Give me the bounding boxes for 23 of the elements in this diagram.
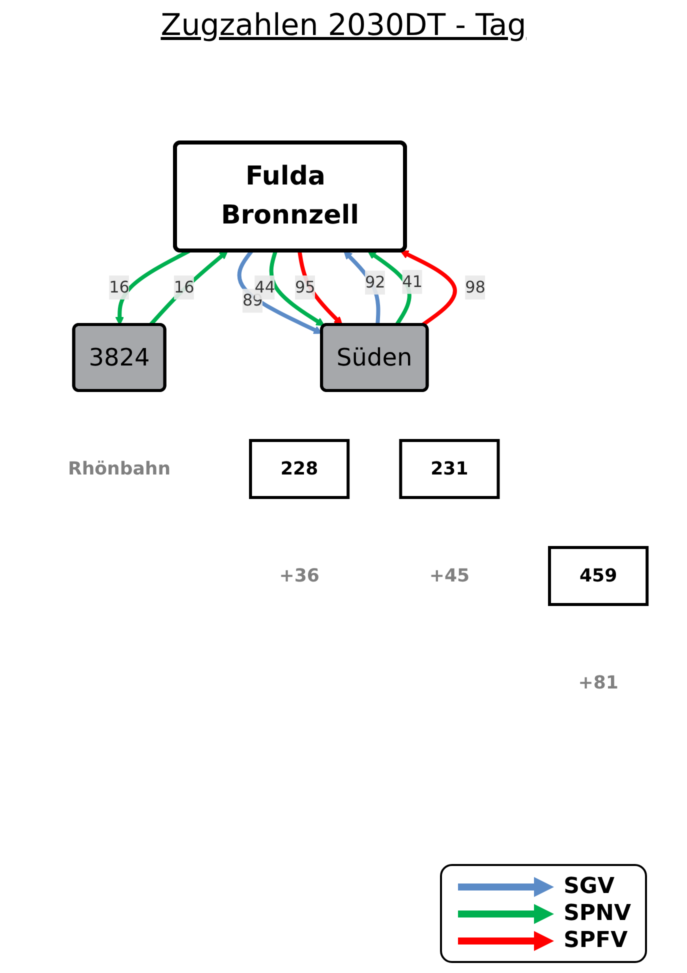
- edge-label: 41: [402, 272, 423, 291]
- legend-label: SPNV: [564, 901, 631, 926]
- node-label: +45: [430, 566, 470, 586]
- edge-label: 16: [109, 278, 130, 296]
- arrow: [344, 250, 381, 326]
- node-label: +36: [280, 566, 320, 586]
- arrow: [400, 250, 458, 327]
- arrow: [238, 250, 323, 334]
- edge-label: 95: [295, 278, 316, 296]
- diagram-title: Zugzahlen 2030DT - Tag: [160, 8, 528, 43]
- node-label: Rhönbahn: [68, 458, 171, 480]
- node-box: 459: [548, 546, 649, 606]
- edge-label: 16: [174, 278, 195, 296]
- legend-label: SGV: [564, 874, 615, 899]
- node-box: 231: [399, 439, 500, 499]
- legend-label: SPFV: [564, 928, 628, 953]
- node-box: 228: [249, 439, 350, 499]
- edge-label: 44: [254, 278, 276, 296]
- arrow: [298, 250, 343, 326]
- edge-label: 98: [465, 278, 486, 296]
- node-label: +81: [578, 672, 619, 694]
- edge-label: 92: [365, 272, 386, 292]
- arrow: [270, 250, 326, 326]
